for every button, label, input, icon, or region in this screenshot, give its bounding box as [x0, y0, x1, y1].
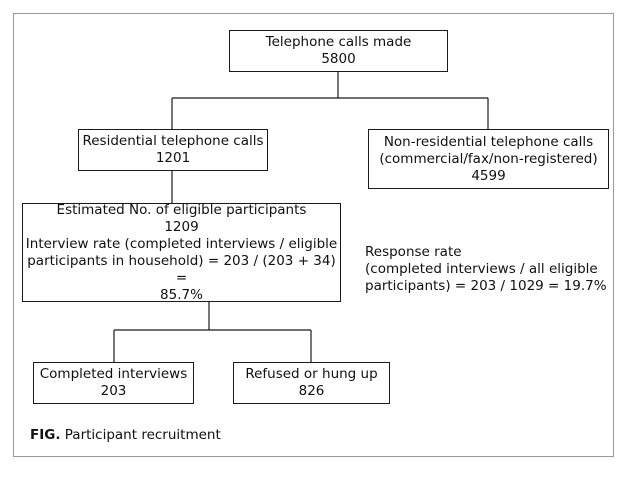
node-non-residential-value: 4599: [471, 167, 506, 184]
node-eligible-rate-line: participants in household) = 203 / (203 …: [27, 252, 336, 286]
node-eligible-value: 1209: [164, 218, 199, 235]
node-calls-made-label: Telephone calls made: [265, 34, 412, 50]
node-residential: Residential telephone calls 1201: [78, 129, 268, 171]
response-rate-line: Response rate: [365, 244, 462, 260]
node-calls-made: Telephone calls made 5800: [229, 30, 448, 72]
node-completed-label: Completed interviews: [39, 366, 188, 382]
node-eligible-rate-line: 85.7%: [160, 286, 203, 303]
node-residential-value: 1201: [155, 150, 191, 166]
node-eligible: Estimated No. of eligible participants 1…: [22, 201, 341, 303]
node-calls-made-value: 5800: [321, 51, 356, 67]
node-refused: Refused or hung up 826: [233, 362, 390, 404]
node-non-residential-detail: (commercial/fax/non-registered): [379, 150, 598, 167]
node-completed: Completed interviews 203: [33, 362, 194, 404]
response-rate-line: (completed interviews / all eligible: [365, 261, 598, 277]
node-completed-value: 203: [100, 383, 127, 399]
figure-frame: [13, 13, 614, 457]
node-refused-value: 826: [298, 383, 325, 399]
node-eligible-label: Estimated No. of eligible participants: [56, 201, 307, 218]
response-rate-note: Response rate (completed interviews / al…: [365, 244, 607, 295]
response-rate-line: participants) = 203 / 1029 = 19.7%: [365, 278, 607, 294]
node-residential-label: Residential telephone calls: [82, 133, 264, 149]
caption-text: Participant recruitment: [64, 427, 221, 443]
caption-prefix: FIG.: [30, 427, 61, 443]
node-refused-label: Refused or hung up: [245, 366, 378, 382]
figure-caption: FIG. Participant recruitment: [30, 427, 221, 443]
node-eligible-rate-line: Interview rate (completed interviews / e…: [25, 235, 338, 252]
node-non-residential: Non-residential telephone calls (commerc…: [368, 129, 609, 189]
node-non-residential-label: Non-residential telephone calls: [383, 133, 594, 150]
